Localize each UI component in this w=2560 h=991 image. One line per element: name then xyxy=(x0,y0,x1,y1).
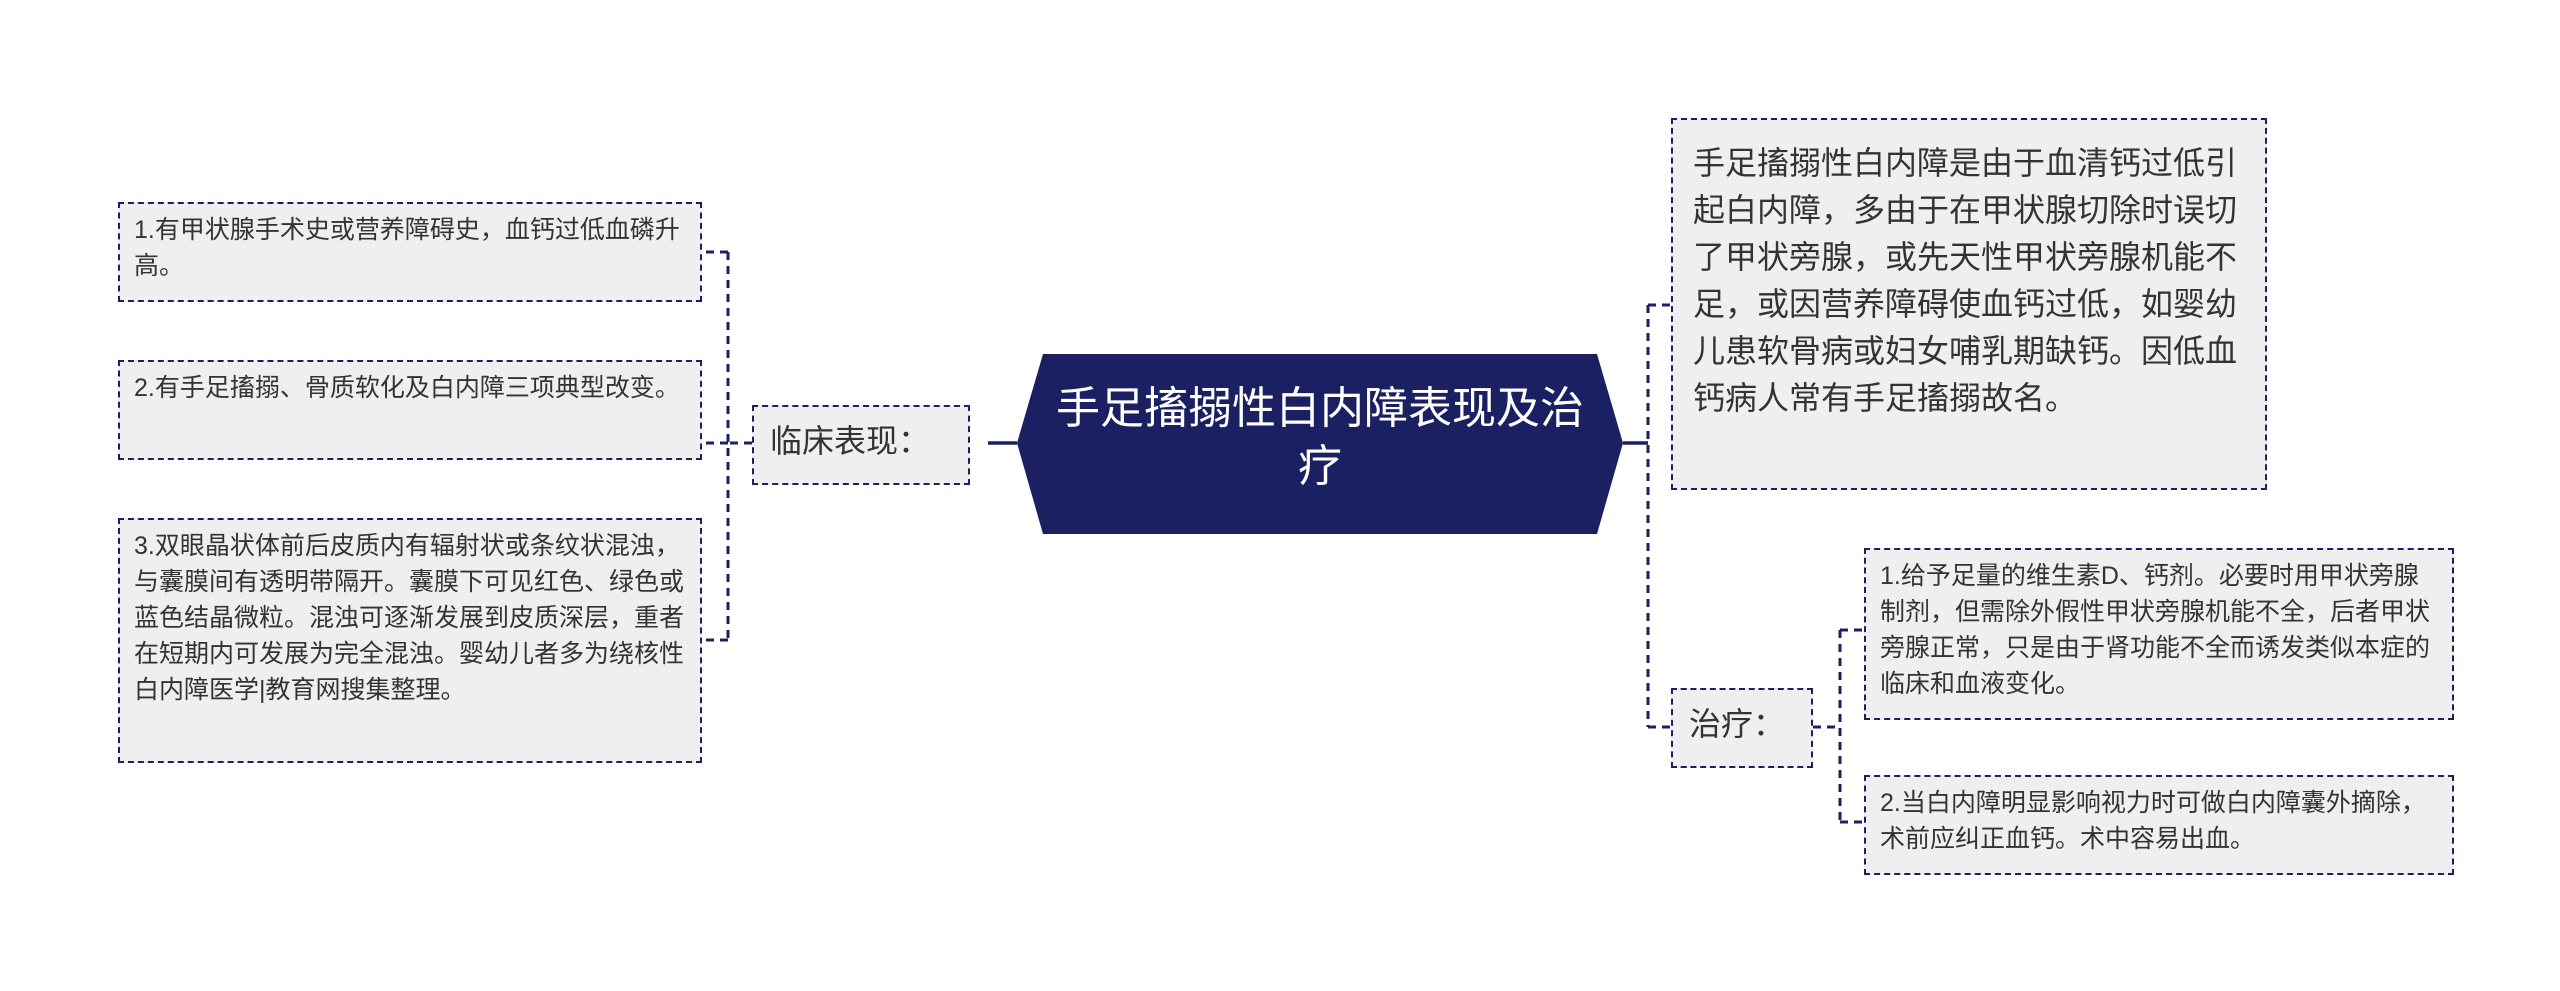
left-item-2-text: 2.有手足搐搦、骨质软化及白内障三项典型改变。 xyxy=(134,374,680,402)
branch-treatment-label: 治疗： xyxy=(1689,706,1786,742)
branch-clinical-manifestations[interactable]: 临床表现： xyxy=(752,405,970,485)
right-item-1[interactable]: 1.给予足量的维生素D、钙剂。必要时用甲状旁腺制剂，但需除外假性甲状旁腺机能不全… xyxy=(1864,548,2454,720)
left-item-3-text: 3.双眼晶状体前后皮质内有辐射状或条纹状混浊，与囊膜间有透明带隔开。囊膜下可见红… xyxy=(134,532,685,704)
left-item-1-text: 1.有甲状腺手术史或营养障碍史，血钙过低血磷升高。 xyxy=(134,216,680,280)
left-item-2[interactable]: 2.有手足搐搦、骨质软化及白内障三项典型改变。 xyxy=(118,360,702,460)
right-item-2[interactable]: 2.当白内障明显影响视力时可做白内障囊外摘除，术前应纠正血钙。术中容易出血。 xyxy=(1864,775,2454,875)
root-node-shape xyxy=(1017,354,1623,534)
description-node[interactable]: 手足搐搦性白内障是由于血清钙过低引起白内障，多由于在甲状腺切除时误切了甲状旁腺，… xyxy=(1671,118,2267,490)
root-node-title[interactable]: 手足搐搦性白内障表现及治疗 xyxy=(1056,384,1584,491)
right-item-1-text: 1.给予足量的维生素D、钙剂。必要时用甲状旁腺制剂，但需除外假性甲状旁腺机能不全… xyxy=(1880,562,2431,698)
description-text: 手足搐搦性白内障是由于血清钙过低引起白内障，多由于在甲状腺切除时误切了甲状旁腺，… xyxy=(1693,145,2238,416)
left-item-1[interactable]: 1.有甲状腺手术史或营养障碍史，血钙过低血磷升高。 xyxy=(118,202,702,302)
branch-treatment[interactable]: 治疗： xyxy=(1671,688,1813,768)
left-item-3[interactable]: 3.双眼晶状体前后皮质内有辐射状或条纹状混浊，与囊膜间有透明带隔开。囊膜下可见红… xyxy=(118,518,702,763)
right-item-2-text: 2.当白内障明显影响视力时可做白内障囊外摘除，术前应纠正血钙。术中容易出血。 xyxy=(1880,789,2426,853)
branch-clinical-label: 临床表现： xyxy=(770,423,931,459)
